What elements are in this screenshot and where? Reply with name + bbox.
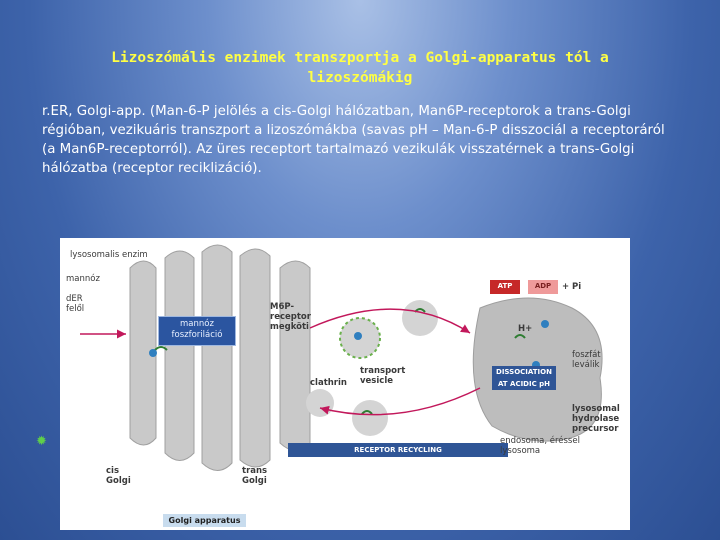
diagram-figure: lysosomalis enzim mannóz dER felől M6P-r… <box>60 238 630 530</box>
label-atp: ATP <box>490 280 520 292</box>
label-receptor-recycling: RECEPTOR RECYCLING <box>288 444 508 456</box>
label-der-from: dER felől <box>66 294 90 314</box>
label-phosphate-leaves: foszfát leválik <box>572 350 612 370</box>
recycling-vesicle-2 <box>306 389 334 417</box>
label-trans-golgi: trans Golgi <box>242 466 282 486</box>
bullet-icon: ✹ <box>36 436 48 448</box>
mannose-phosphorylation-callout: mannóz foszforiláció <box>158 316 236 346</box>
transport-vesicle-2 <box>402 300 438 336</box>
label-mannose: mannóz <box>66 274 100 284</box>
label-transport-vesicle: transport vesicle <box>360 366 410 386</box>
label-golgi-apparatus: Golgi apparatus <box>163 514 246 527</box>
label-lysosomal-enzyme: lysosomalis enzim <box>70 250 148 260</box>
slide-body-text: r.ER, Golgi-app. (Man-6-P jelölés a cis-… <box>42 102 682 178</box>
label-adp: ADP <box>528 280 558 292</box>
golgi-cisternae <box>130 245 310 471</box>
label-endosome: endosoma, éréssel lysosoma <box>500 436 590 456</box>
label-clathrin: clathrin <box>310 378 347 388</box>
label-dissociation: DISSOCIATION AT ACIDIC pH <box>492 366 556 390</box>
label-plus: + <box>562 282 569 292</box>
label-m6p-receptor: M6P-receptor megköti <box>270 302 330 332</box>
recycling-vesicle-1 <box>352 400 388 436</box>
label-hydrolase-precursor: lysosomal hydrolase precursor <box>572 404 628 434</box>
label-cis-golgi: cis Golgi <box>106 466 146 486</box>
label-pi: Pi <box>572 282 581 292</box>
label-h-plus: H+ <box>518 324 532 334</box>
slide-title: Lizoszómális enzimek transzportja a Golg… <box>80 48 640 88</box>
